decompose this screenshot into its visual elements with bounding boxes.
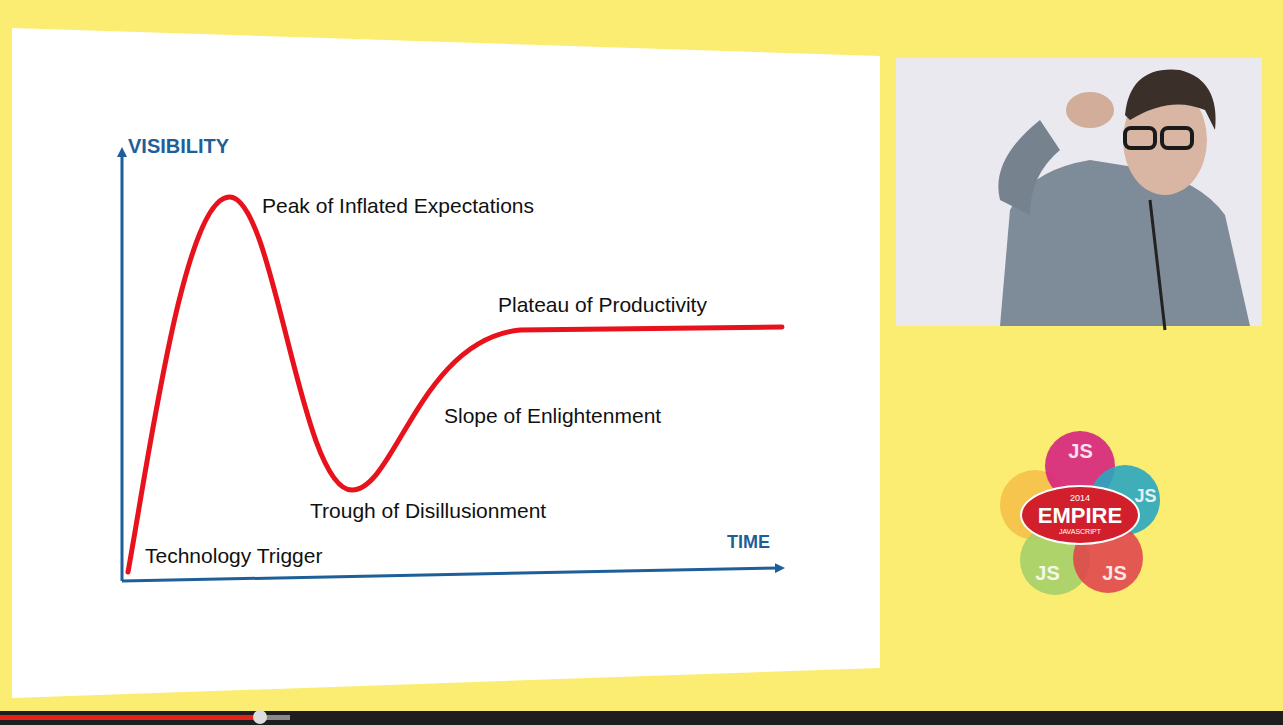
speaker-shirt	[1000, 160, 1250, 326]
speaker-arm	[998, 120, 1060, 215]
logo-js-circle: JS	[1066, 440, 1095, 464]
phase-label: Peak of Inflated Expectations	[262, 194, 534, 218]
progress-knob	[253, 710, 267, 724]
logo-text: JAVASCRIPT	[1059, 528, 1101, 536]
progress-bar	[0, 715, 258, 720]
logo-js-circle: JS	[1033, 562, 1062, 586]
phase-label: Plateau of Productivity	[498, 293, 707, 317]
phase-label: Technology Trigger	[145, 544, 322, 568]
video-inset	[896, 58, 1262, 326]
logo-text: EMPIRE	[1038, 504, 1122, 528]
logo-js: JS	[1100, 562, 1129, 584]
speaker-glasses	[1125, 128, 1155, 148]
axis-title: TIME	[727, 532, 770, 553]
phase-label: Trough of Disillusionment	[310, 499, 546, 523]
logo-js: JS	[1066, 440, 1095, 462]
hype-curve	[128, 197, 782, 572]
axis-title: VISIBILITY	[128, 135, 229, 158]
player-bar	[0, 711, 1283, 725]
logo-text: 2014	[1070, 494, 1090, 504]
logo-badge: 2014EMPIREJAVASCRIPT	[1020, 485, 1140, 545]
logo-js-circle: JS	[1100, 562, 1129, 586]
logo-js: JS	[1033, 562, 1062, 584]
y-axis	[121, 152, 124, 581]
phase-label: Slope of Enlightenment	[444, 404, 661, 428]
speaker-hair	[1125, 70, 1216, 130]
mic-cable	[1150, 200, 1165, 330]
slide	[12, 28, 880, 698]
x-axis	[122, 568, 780, 581]
speaker-hand	[1066, 92, 1114, 128]
speaker-glasses	[1162, 128, 1192, 148]
